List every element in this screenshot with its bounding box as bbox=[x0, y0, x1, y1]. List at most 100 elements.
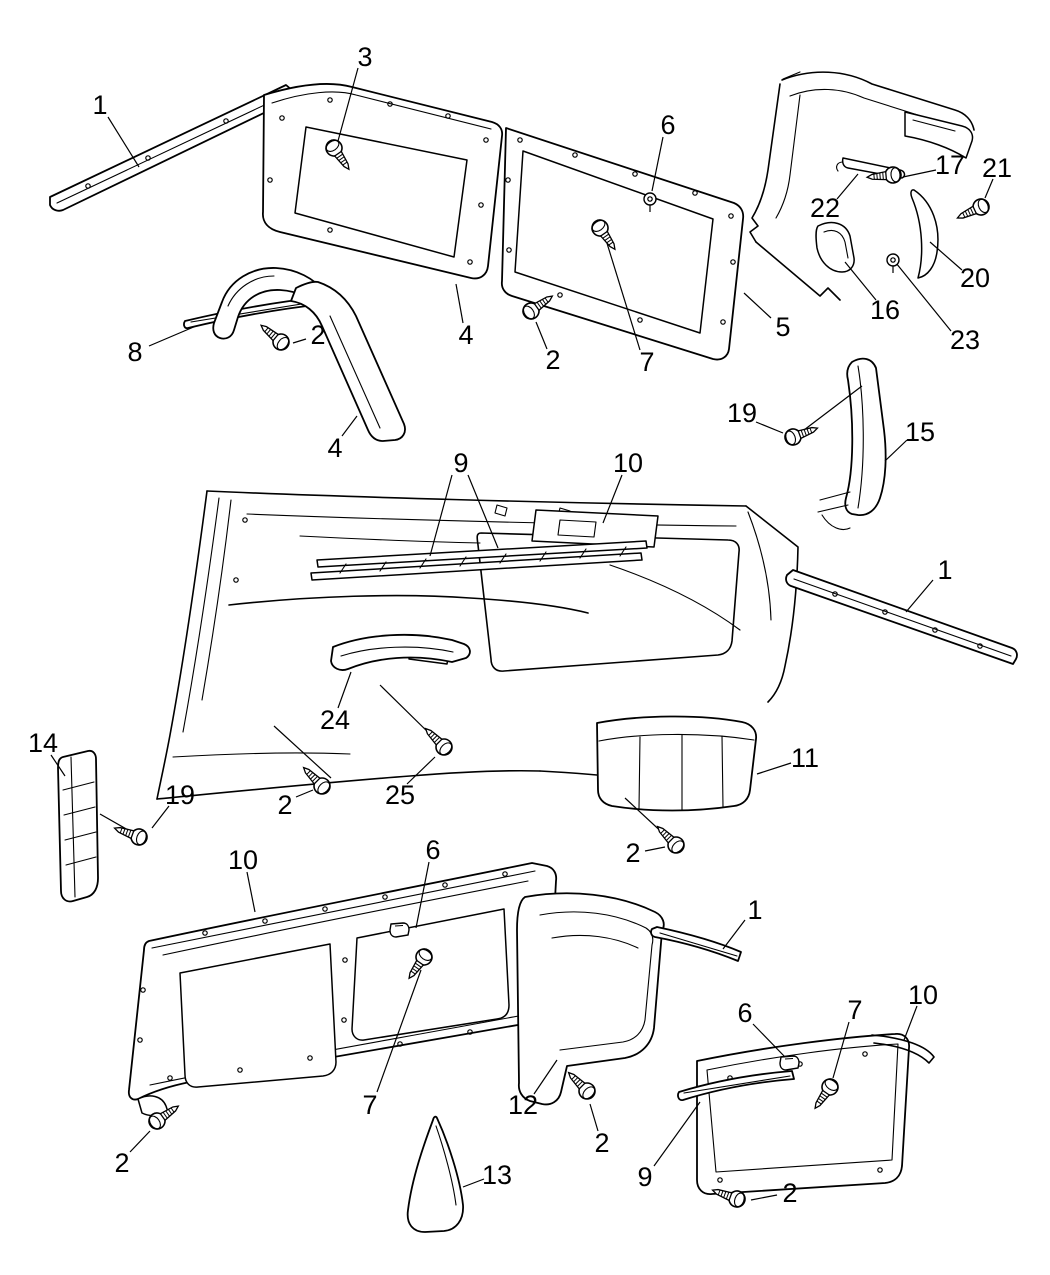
leader-line bbox=[337, 67, 359, 142]
leader-line bbox=[605, 239, 641, 351]
callout-9: 9 bbox=[637, 1162, 652, 1192]
part-12-corner-panel bbox=[516, 892, 665, 1106]
callout-2: 2 bbox=[545, 345, 560, 375]
callout-19: 19 bbox=[727, 398, 757, 428]
clip-icon bbox=[389, 922, 410, 938]
screw-icon bbox=[562, 1066, 600, 1104]
callout-2: 2 bbox=[114, 1148, 129, 1178]
part-15-side-trim bbox=[817, 357, 887, 531]
callout-19: 19 bbox=[165, 780, 195, 810]
leader-line bbox=[406, 756, 436, 785]
leader-line bbox=[99, 813, 129, 831]
leader-line bbox=[750, 1194, 778, 1201]
screw-icon bbox=[297, 761, 335, 799]
callout-7: 7 bbox=[639, 347, 654, 377]
leader-line bbox=[341, 415, 358, 437]
body-pillar-sketch-top-right bbox=[749, 71, 975, 301]
leader-line bbox=[455, 283, 464, 324]
callout-6: 6 bbox=[425, 835, 440, 865]
callout-1: 1 bbox=[92, 90, 107, 120]
leader-line bbox=[722, 919, 746, 950]
part-20-curved-trim bbox=[910, 189, 939, 279]
leader-line bbox=[589, 1103, 599, 1132]
callout-17: 17 bbox=[935, 150, 965, 180]
leader-line bbox=[644, 846, 666, 852]
leader-line bbox=[984, 178, 994, 199]
part-drawings bbox=[49, 71, 1018, 1233]
leader-line bbox=[905, 579, 934, 613]
leader-line bbox=[535, 321, 548, 350]
leader-line bbox=[151, 805, 170, 829]
part-16-bracket bbox=[815, 221, 855, 273]
leader-line bbox=[129, 1130, 151, 1153]
leader-line bbox=[752, 1023, 786, 1058]
callout-8: 8 bbox=[127, 337, 142, 367]
part-10-right-panel bbox=[696, 1033, 935, 1195]
leader-line bbox=[902, 169, 937, 178]
screw-icon bbox=[953, 195, 993, 227]
leader-line bbox=[844, 261, 877, 301]
callout-2: 2 bbox=[782, 1178, 797, 1208]
callout-2: 2 bbox=[625, 838, 640, 868]
part-1-lower-strip bbox=[650, 926, 742, 962]
leader-line bbox=[429, 474, 453, 557]
callout-6: 6 bbox=[660, 110, 675, 140]
leader-line bbox=[832, 1021, 850, 1079]
callout-5: 5 bbox=[775, 312, 790, 342]
callout-13: 13 bbox=[482, 1160, 512, 1190]
callout-10: 10 bbox=[228, 845, 258, 875]
part-24-garnish bbox=[330, 633, 471, 671]
part-1-upper-left-strip bbox=[49, 84, 300, 212]
callout-9: 9 bbox=[453, 448, 468, 478]
callout-23: 23 bbox=[950, 325, 980, 355]
callout-2: 2 bbox=[310, 320, 325, 350]
leader-line bbox=[533, 1059, 558, 1095]
leader-line bbox=[803, 385, 863, 431]
callout-6: 6 bbox=[737, 998, 752, 1028]
leader-line bbox=[246, 871, 256, 913]
leader-lines bbox=[50, 67, 994, 1201]
leader-line bbox=[467, 474, 499, 549]
part-4-upper-window-panel bbox=[262, 83, 504, 280]
leader-line bbox=[884, 439, 908, 462]
leader-line bbox=[929, 241, 963, 271]
callout-10: 10 bbox=[908, 980, 938, 1010]
part-10-left-side-panel bbox=[127, 862, 558, 1117]
callout-16: 16 bbox=[870, 295, 900, 325]
callout-4: 4 bbox=[327, 433, 342, 463]
callout-24: 24 bbox=[320, 705, 350, 735]
clip-icon bbox=[779, 1055, 800, 1071]
callout-10: 10 bbox=[613, 448, 643, 478]
screw-icon bbox=[651, 820, 689, 858]
callout-2: 2 bbox=[594, 1128, 609, 1158]
callout-1: 1 bbox=[937, 555, 952, 585]
callout-14: 14 bbox=[28, 728, 58, 758]
leader-line bbox=[376, 969, 422, 1093]
callout-4: 4 bbox=[458, 320, 473, 350]
leader-line bbox=[756, 762, 792, 775]
part-14-trim-strip bbox=[57, 749, 99, 903]
screw-icon bbox=[781, 419, 821, 449]
part-4-pillar-trim bbox=[212, 267, 406, 442]
leader-line bbox=[651, 136, 664, 192]
callout-3: 3 bbox=[357, 42, 372, 72]
callout-15: 15 bbox=[905, 417, 935, 447]
callout-25: 25 bbox=[385, 780, 415, 810]
part-9-right-strip bbox=[677, 1070, 795, 1101]
leader-line bbox=[415, 861, 430, 929]
part-11-storage-bin bbox=[596, 715, 757, 812]
callout-21: 21 bbox=[982, 153, 1012, 183]
callout-2: 2 bbox=[277, 790, 292, 820]
leader-line bbox=[273, 725, 332, 779]
callout-12: 12 bbox=[508, 1090, 538, 1120]
leader-line bbox=[292, 338, 307, 344]
interior-quarter-view bbox=[156, 490, 799, 800]
leader-line bbox=[295, 789, 314, 798]
leader-line bbox=[602, 474, 623, 524]
leader-line bbox=[743, 292, 772, 319]
leader-line bbox=[107, 116, 140, 168]
callout-22: 22 bbox=[810, 193, 840, 223]
